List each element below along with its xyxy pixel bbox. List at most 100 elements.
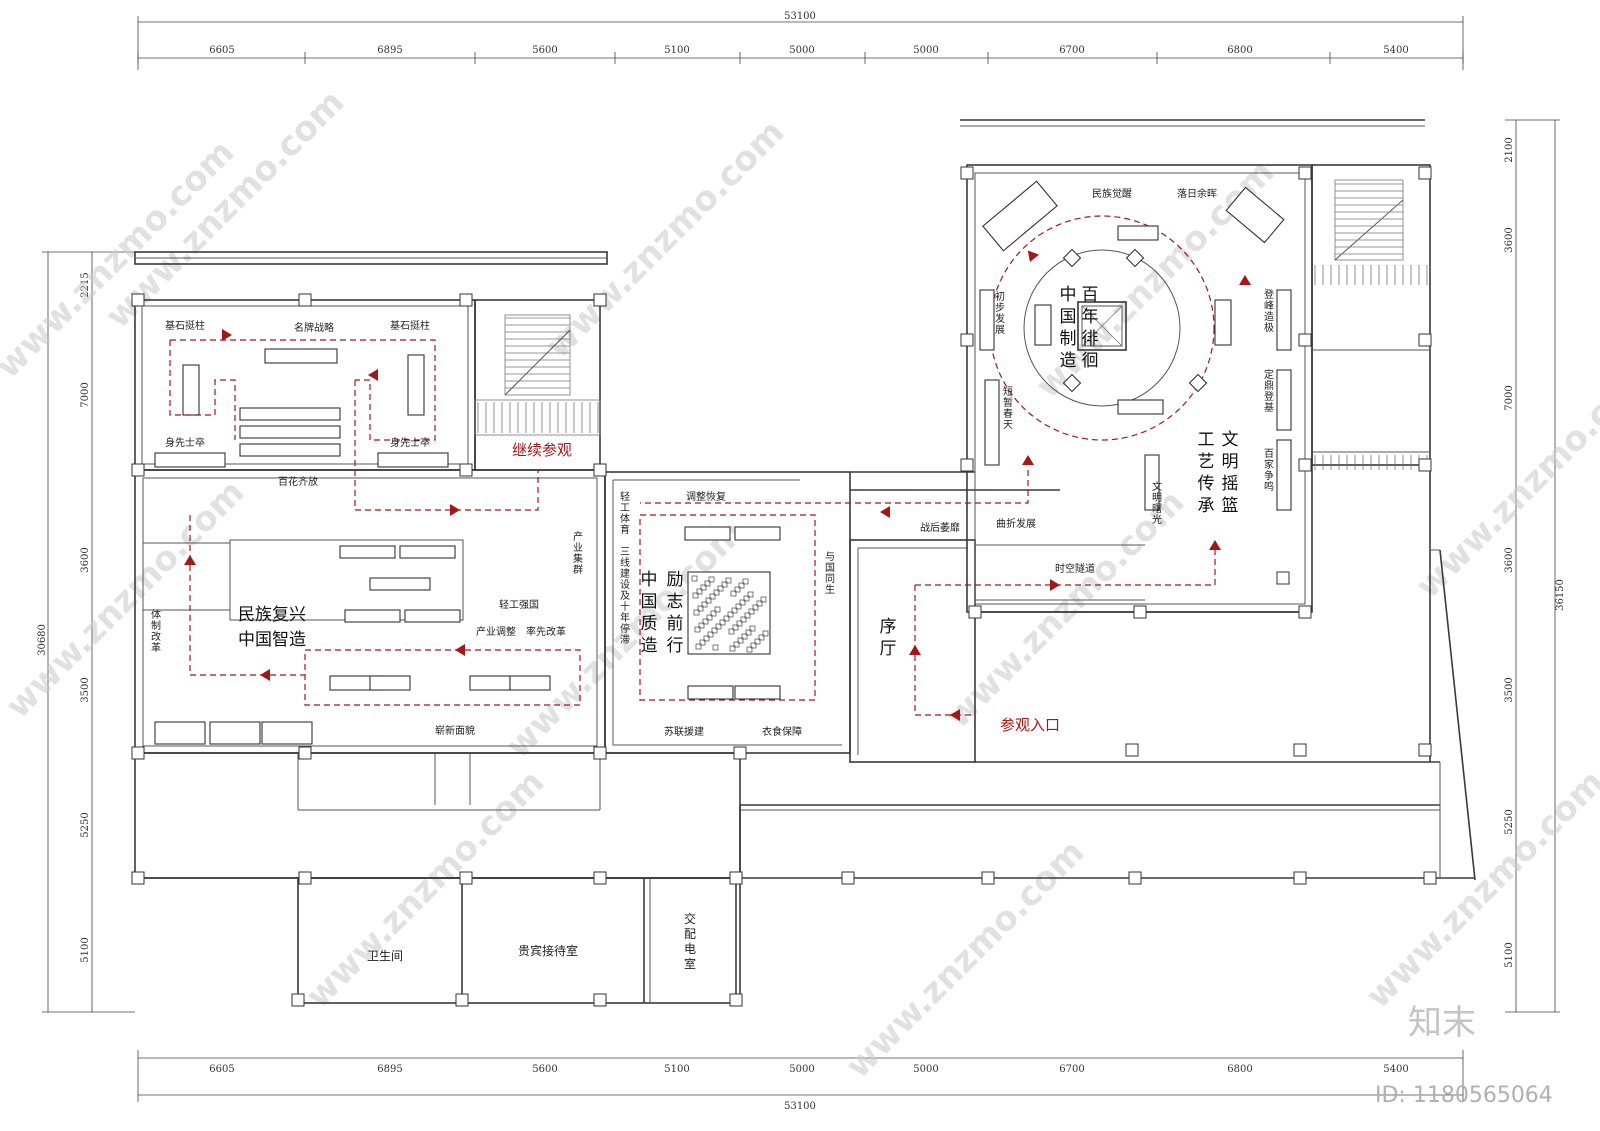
label-zhanhou: 战后萎靡 bbox=[920, 521, 960, 534]
display-case bbox=[1034, 304, 1052, 346]
label-baijia: 百家争鸣 bbox=[1264, 448, 1274, 493]
left-dim-2: 7000 bbox=[80, 382, 91, 407]
column bbox=[1298, 166, 1312, 180]
watermark-text: www.znzmo.com bbox=[298, 762, 552, 1016]
label-jishi-left: 基石挺柱 bbox=[165, 319, 205, 332]
watermark-text: www.znzmo.com bbox=[538, 112, 792, 366]
watermark-text: www.znzmo.com bbox=[1358, 762, 1600, 1016]
display-case bbox=[734, 685, 781, 700]
column bbox=[1418, 333, 1432, 347]
column bbox=[960, 166, 974, 180]
display-case bbox=[239, 443, 341, 457]
display-case bbox=[509, 675, 551, 691]
column bbox=[298, 746, 312, 760]
display-case bbox=[399, 545, 456, 559]
column bbox=[1418, 458, 1432, 472]
dimension-lines: 53100 6605 6895 5600 5100 5000 5000 6700… bbox=[37, 11, 1566, 1112]
label-youxi-fazhan: 曲折发展 bbox=[996, 517, 1036, 530]
column bbox=[593, 871, 607, 885]
column bbox=[131, 746, 145, 760]
image-id: ID: 1180565064 bbox=[1375, 1083, 1553, 1108]
vertical-text-column: 中国质造 bbox=[641, 570, 658, 656]
label-sanxian: 三线建设及十年停滞 bbox=[620, 547, 630, 646]
column bbox=[459, 293, 473, 307]
column bbox=[960, 458, 974, 472]
top-total-dim: 53100 bbox=[784, 11, 816, 22]
display-case bbox=[1144, 454, 1160, 511]
right-dim-6: 5250 bbox=[1504, 809, 1515, 834]
column bbox=[131, 463, 145, 477]
bottom-dim-4: 5100 bbox=[664, 1064, 689, 1075]
column bbox=[459, 871, 473, 885]
display-case bbox=[239, 425, 341, 439]
label-zhanxin: 崭新面貌 bbox=[435, 724, 475, 737]
vertical-text-column: 文明摇篮 bbox=[1222, 430, 1239, 516]
column bbox=[1293, 743, 1307, 757]
display-case bbox=[344, 609, 401, 623]
display-case bbox=[1117, 399, 1164, 415]
column bbox=[968, 605, 982, 619]
display-case bbox=[261, 721, 313, 745]
column bbox=[1423, 871, 1437, 885]
left-dim-3: 3600 bbox=[80, 547, 91, 572]
room-weishengjian: 卫生间 bbox=[367, 949, 403, 963]
column bbox=[291, 993, 305, 1007]
label-baihua: 百花齐放 bbox=[278, 475, 318, 488]
column bbox=[1418, 166, 1432, 180]
label-chubu: 初步发展 bbox=[995, 290, 1005, 336]
column bbox=[1293, 871, 1307, 885]
label-shenxian-right: 身先士卒 bbox=[390, 436, 430, 449]
route-entrance-label: 参观入口 bbox=[1000, 716, 1060, 734]
top-dim-3: 5600 bbox=[532, 45, 557, 56]
top-dim-2: 6895 bbox=[377, 45, 402, 56]
display-case bbox=[209, 721, 261, 745]
watermark-text: www.znzmo.com bbox=[838, 832, 1092, 1086]
right-dim-4: 3600 bbox=[1504, 547, 1515, 572]
bottom-total-dim: 53100 bbox=[784, 1101, 816, 1112]
label-shikong: 时空隧道 bbox=[1055, 562, 1095, 575]
top-dim-8: 6800 bbox=[1227, 45, 1252, 56]
visitor-route bbox=[169, 250, 1251, 721]
left-dim-4: 3500 bbox=[80, 677, 91, 702]
left-dim-5: 5250 bbox=[80, 812, 91, 837]
column bbox=[960, 333, 974, 347]
display-case bbox=[1117, 225, 1159, 241]
column bbox=[455, 993, 469, 1007]
display-case bbox=[684, 526, 731, 541]
route-continue-label: 继续参观 bbox=[512, 441, 572, 459]
column bbox=[1133, 605, 1147, 619]
display-case bbox=[239, 407, 341, 421]
label-chanye-tiaozheng: 产业调整 bbox=[476, 625, 516, 638]
label-qinggong-tiyu: 轻工体育 bbox=[620, 490, 630, 536]
label-yishi: 衣食保障 bbox=[762, 725, 802, 738]
brand-logo: 知末 bbox=[1408, 1003, 1476, 1043]
display-case bbox=[404, 609, 461, 623]
column bbox=[841, 871, 855, 885]
label-qinggong-qiangguo: 轻工强国 bbox=[499, 598, 539, 611]
left-dim-6: 5100 bbox=[80, 937, 91, 962]
display-case bbox=[1276, 439, 1292, 511]
pedestal bbox=[1062, 373, 1082, 393]
display-case bbox=[984, 379, 1000, 466]
label-duanzan: 短暂春天 bbox=[1003, 385, 1013, 431]
label-jishi-right: 基石挺柱 bbox=[390, 319, 430, 332]
left-dim-1: 2215 bbox=[80, 272, 91, 297]
display-case bbox=[1276, 369, 1292, 431]
column bbox=[131, 293, 145, 307]
column bbox=[298, 293, 312, 307]
display-case bbox=[1276, 289, 1292, 351]
label-luori: 落日余晖 bbox=[1177, 187, 1217, 200]
column bbox=[593, 293, 607, 307]
display-case bbox=[1214, 299, 1232, 346]
right-dim-5: 3500 bbox=[1504, 677, 1515, 702]
column bbox=[593, 746, 607, 760]
column bbox=[298, 871, 312, 885]
column bbox=[981, 871, 995, 885]
bottom-dim-3: 5600 bbox=[532, 1064, 557, 1075]
pedestal bbox=[1062, 248, 1082, 268]
label-tiaozheng-huifu: 调整恢复 bbox=[686, 490, 726, 503]
building-walls bbox=[134, 119, 1476, 1004]
